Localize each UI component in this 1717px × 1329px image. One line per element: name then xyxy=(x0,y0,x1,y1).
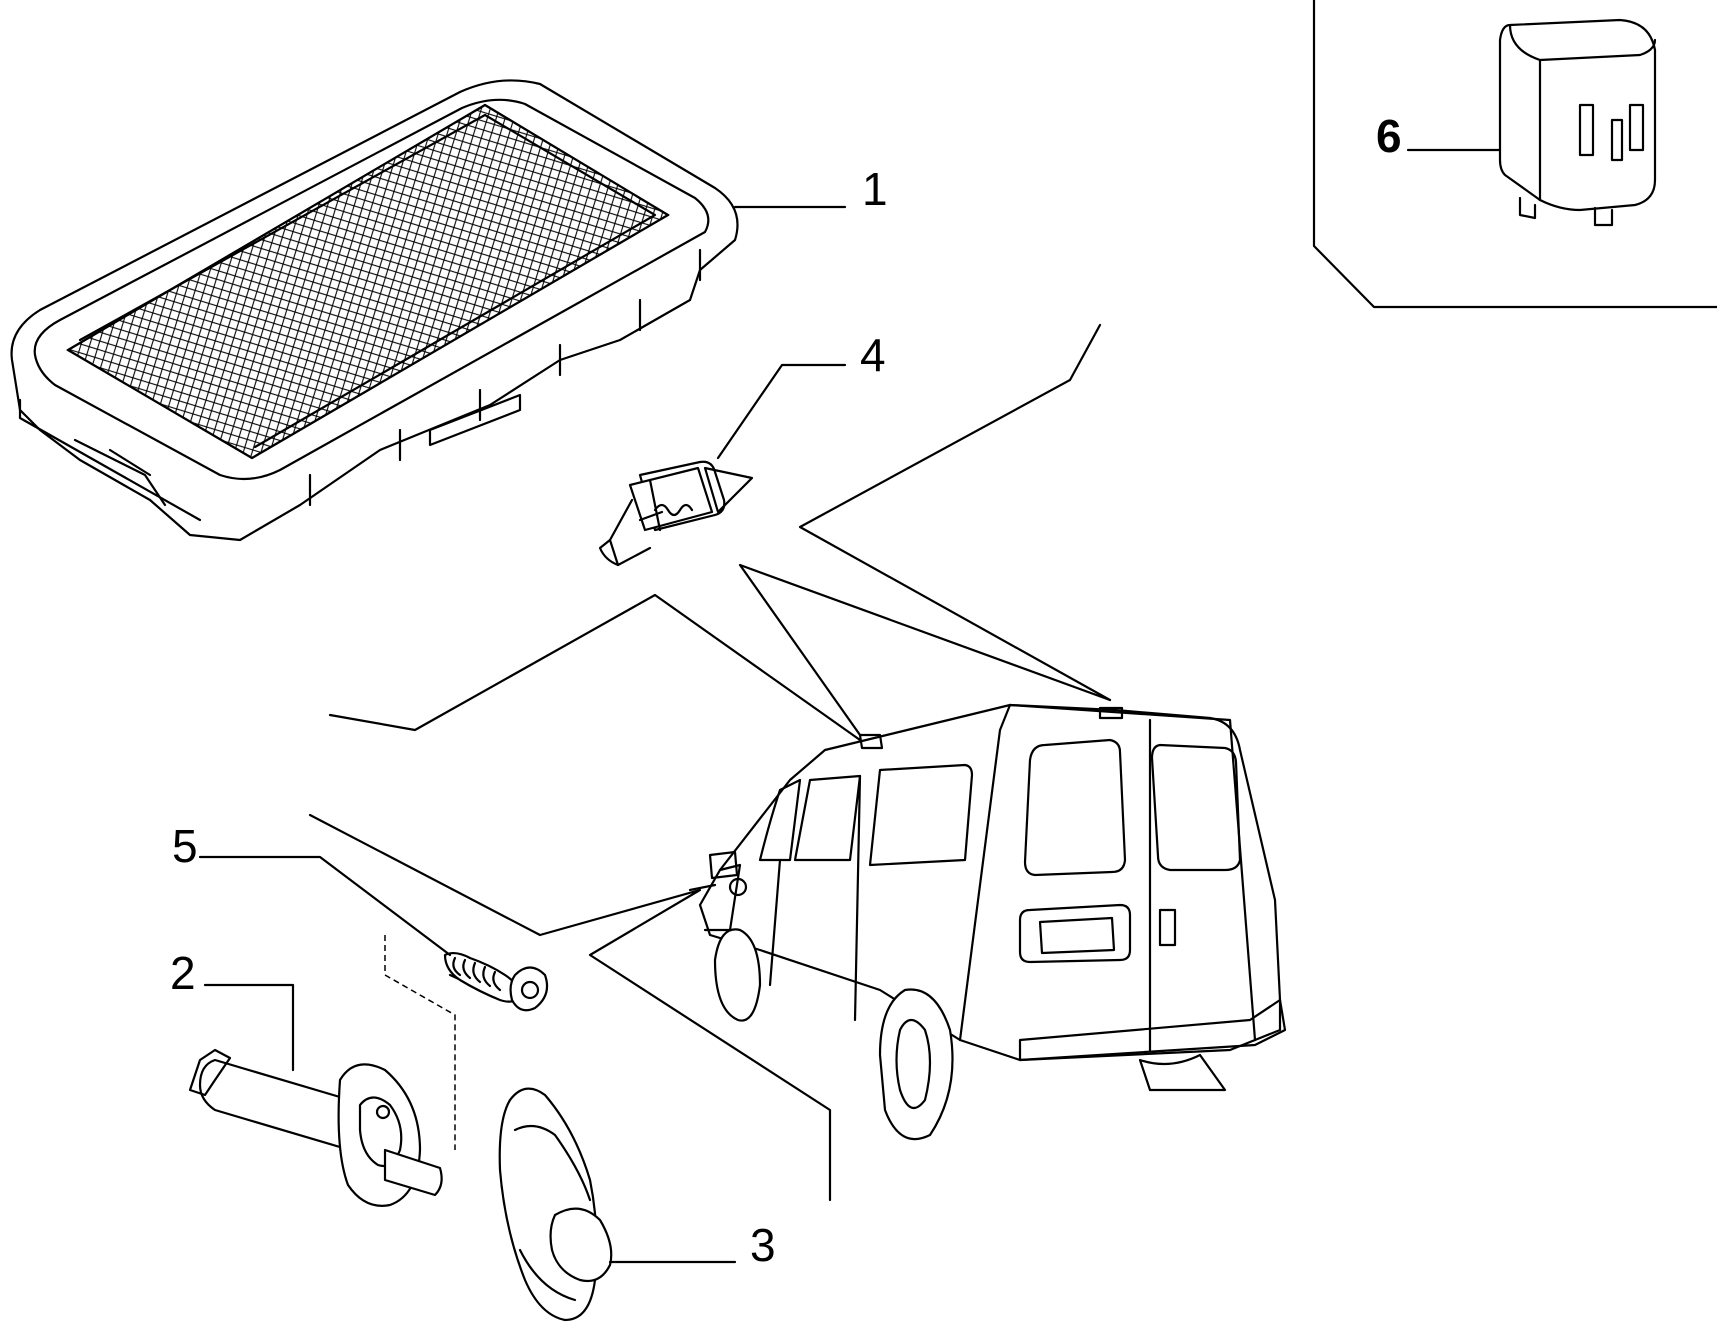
callout-5: 5 xyxy=(172,820,198,872)
callout-2: 2 xyxy=(170,947,196,999)
part-4-festoon-bulb xyxy=(598,460,754,567)
leader-van-mirror xyxy=(688,883,717,892)
leader-4 xyxy=(716,363,847,460)
callout-4: 4 xyxy=(860,329,886,381)
part-2-door-switch xyxy=(188,1048,443,1207)
part-6-relay xyxy=(1498,18,1657,227)
part-1-interior-lamp xyxy=(10,79,739,542)
inset-frame xyxy=(1312,0,1717,309)
callout-1: 1 xyxy=(862,163,888,215)
leader-2 xyxy=(203,983,295,1072)
dashed-guide xyxy=(384,935,456,1150)
van-illustration xyxy=(698,703,1287,1141)
part-5-screw xyxy=(443,951,549,1012)
callout-3: 3 xyxy=(750,1219,776,1271)
callout-6: 6 xyxy=(1376,110,1402,162)
part-3-rubber-cap xyxy=(498,1087,613,1322)
guide-lines xyxy=(308,323,1112,1202)
leader-5 xyxy=(198,855,452,957)
